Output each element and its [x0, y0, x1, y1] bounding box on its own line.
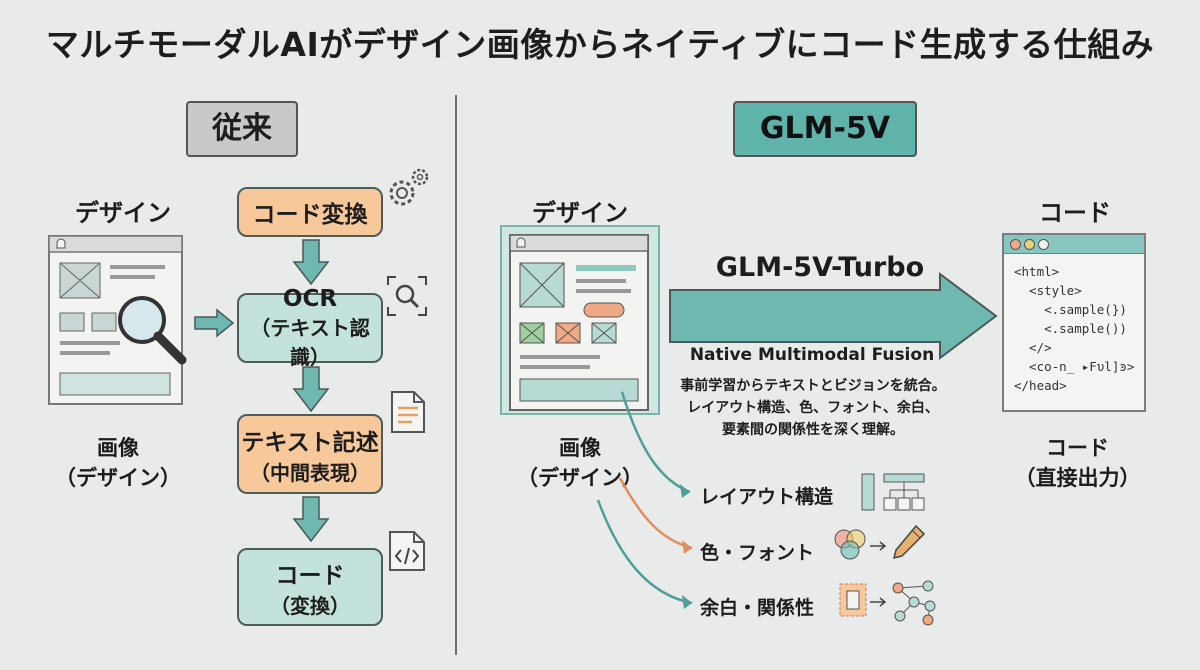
- magnifier-icon: [118, 296, 187, 365]
- feature-spacing-label: 余白・関係性: [700, 597, 815, 619]
- code-line: <style>: [1014, 283, 1082, 298]
- node-graph-icon: [892, 580, 936, 626]
- fusion-desc-line-2: レイアウト構造、色、フォント、余白、: [687, 400, 939, 416]
- code-line: </head>: [1014, 378, 1067, 393]
- window-dot-icon: [1038, 239, 1049, 250]
- code-caption: コード: [1046, 436, 1109, 460]
- right-design-mockup: [500, 225, 660, 415]
- ocr-box: OCR （テキスト認識）: [237, 286, 383, 369]
- down-arrow-3: [292, 496, 330, 543]
- conventional-badge: 従来: [186, 101, 298, 157]
- code-convert-box: コード変換: [237, 187, 383, 237]
- center-divider: [455, 95, 457, 655]
- glm-turbo-label: GLM-5V-Turbo: [715, 252, 925, 283]
- spacing-box-icon: [839, 583, 867, 617]
- color-circles-icon: [834, 529, 866, 560]
- feature-layout-label: レイアウト構造: [700, 486, 834, 508]
- window-dot-icon: [1010, 239, 1021, 250]
- text-description-box: テキスト記述 （中間表現）: [237, 414, 383, 494]
- ocr-sublabel: （テキスト認識）: [250, 316, 370, 369]
- glm-5v-badge: GLM-5V: [733, 101, 917, 157]
- code-line: </>: [1014, 340, 1052, 355]
- text-description-sublabel: （中間表現）: [250, 460, 370, 485]
- window-dot-icon: [1024, 239, 1035, 250]
- code-file-icon: [389, 531, 425, 571]
- right-arrow-small-icon: [870, 541, 887, 551]
- code-output-title: コード: [1039, 199, 1111, 227]
- right-image-sublabel: （デザイン）: [517, 466, 643, 490]
- fusion-title: Native Multimodal Fusion: [689, 345, 935, 365]
- code-lines: <html> <style> <.sample(}) <.sample()) <…: [1004, 254, 1144, 395]
- design-to-ocr-arrow: [194, 308, 235, 338]
- code-line: <html>: [1014, 264, 1060, 279]
- code-line: <.sample()): [1014, 321, 1127, 336]
- code-output-sublabel: （変換）: [270, 593, 350, 618]
- right-image-label: 画像: [559, 436, 601, 460]
- down-arrow-1: [292, 239, 330, 286]
- code-window-titlebar: [1004, 235, 1144, 254]
- pencil-icon: [892, 524, 926, 560]
- gear-icon: [389, 168, 429, 206]
- down-arrow-2: [292, 366, 330, 413]
- code-line: <.sample(}): [1014, 302, 1127, 317]
- fusion-desc-line-3: 要素間の関係性を深く理解。: [722, 422, 904, 438]
- document-icon: [391, 391, 425, 433]
- fusion-desc-line-1: 事前学習からテキストとビジョンを統合。: [680, 378, 946, 394]
- code-output-label: コード: [275, 562, 345, 589]
- left-design-label: デザイン: [75, 199, 171, 227]
- page-title: マルチモーダルAIがデザイン画像からネイティブにコード生成する仕組み: [45, 25, 1155, 64]
- code-output-box: コード （変換）: [237, 548, 383, 626]
- glm-turbo-arrow: [669, 272, 998, 360]
- code-convert-label: コード変換: [252, 202, 368, 228]
- left-image-sublabel: （デザイン）: [55, 466, 181, 490]
- code-caption-sub: （直接出力）: [1014, 466, 1141, 490]
- code-line: <co-n_ ▸Fυl]ͽ>: [1014, 359, 1135, 374]
- right-design-label: デザイン: [532, 199, 628, 227]
- code-window: <html> <style> <.sample(}) <.sample()) <…: [1002, 233, 1146, 412]
- text-description-label: テキスト記述: [241, 429, 379, 456]
- ocr-label: OCR: [282, 286, 338, 312]
- scan-magnifier-icon: [387, 276, 427, 316]
- layout-tree-icon: [861, 473, 925, 511]
- feature-color-font-label: 色・フォント: [700, 542, 815, 564]
- right-arrow-small-icon-2: [870, 597, 887, 607]
- left-image-label: 画像: [97, 436, 139, 460]
- fusion-description: 事前学習からテキストとビジョンを統合。 レイアウト構造、色、フォント、余白、 要…: [658, 375, 968, 441]
